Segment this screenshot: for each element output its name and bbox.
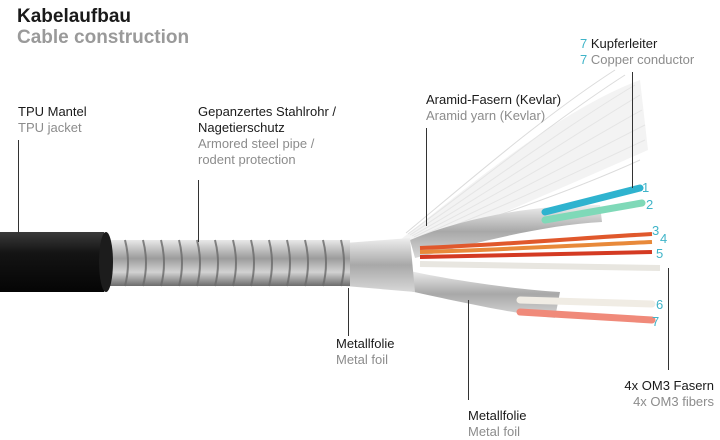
inner-metal-foil: [345, 238, 415, 292]
label-foil-1-de: Metallfolie: [336, 336, 395, 351]
title-german: Kabelaufbau: [17, 6, 132, 27]
label-tpu-en: TPU jacket: [18, 120, 82, 135]
label-foil-1-en: Metal foil: [336, 352, 389, 367]
leader-foil-2: [468, 300, 469, 400]
wire-number-4: 4: [660, 231, 667, 246]
tpu-jacket-end: [99, 232, 113, 292]
label-copper-en: Copper conductor: [590, 52, 695, 67]
label-foil-1: Metallfolie Metal foil: [336, 336, 395, 368]
wire-3: [419, 232, 653, 250]
leader-copper: [632, 72, 633, 188]
wire-6: [516, 296, 656, 308]
label-steel: Gepanzertes Stahlrohr / Nagetierschutz A…: [198, 104, 336, 168]
wire-number-1: 1: [642, 180, 649, 195]
label-tpu: TPU Mantel TPU jacket: [18, 104, 87, 136]
label-fibers-de: 4x OM3 Fasern: [624, 378, 714, 393]
fiber-strand: [419, 261, 661, 271]
label-copper-count-de: 7: [580, 36, 588, 51]
label-foil-2-en: Metal foil: [468, 424, 521, 439]
tpu-jacket: [0, 232, 110, 292]
aramid-fill: [400, 80, 648, 245]
title-english: Cable construction: [17, 27, 190, 48]
wire-number-6: 6: [656, 297, 663, 312]
wire-7: [516, 308, 656, 324]
wire-number-7: 7: [652, 314, 659, 329]
label-foil-2-de: Metallfolie: [468, 408, 527, 423]
leader-steel: [198, 180, 199, 242]
label-steel-de-2: Nagetierschutz: [198, 120, 285, 135]
leader-fibers: [668, 268, 669, 370]
label-copper: 7 Kupferleiter 7 Copper conductor: [580, 36, 694, 68]
label-copper-de: Kupferleiter: [590, 36, 658, 51]
label-aramid-en: Aramid yarn (Kevlar): [426, 108, 546, 123]
wire-number-2: 2: [646, 197, 653, 212]
wire-number-3: 3: [652, 223, 659, 238]
leader-tpu: [18, 140, 19, 234]
label-aramid: Aramid-Fasern (Kevlar) Aramid yarn (Kevl…: [426, 92, 561, 124]
label-fibers-en: 4x OM3 fibers: [633, 394, 714, 409]
wire-number-5: 5: [656, 246, 663, 261]
steel-armor: [110, 239, 350, 287]
label-tpu-de: TPU Mantel: [18, 104, 87, 119]
label-steel-en-2: rodent protection: [198, 152, 296, 167]
wire-4: [419, 240, 653, 254]
label-steel-en-1: Armored steel pipe /: [198, 136, 315, 151]
wire-1: [541, 184, 644, 216]
wire-5: [419, 250, 653, 259]
lower-conductor-group: [405, 270, 656, 324]
label-steel-de-1: Gepanzertes Stahlrohr /: [198, 104, 337, 119]
wire-2: [541, 199, 646, 224]
label-foil-2: Metallfolie Metal foil: [468, 408, 527, 440]
leader-aramid: [426, 128, 427, 226]
upper-conductor-group: [410, 184, 661, 271]
label-aramid-de: Aramid-Fasern (Kevlar): [426, 92, 562, 107]
label-fibers: 4x OM3 Fasern 4x OM3 fibers: [624, 378, 714, 410]
leader-foil-1: [348, 288, 349, 336]
label-copper-count-en: 7: [580, 52, 588, 67]
